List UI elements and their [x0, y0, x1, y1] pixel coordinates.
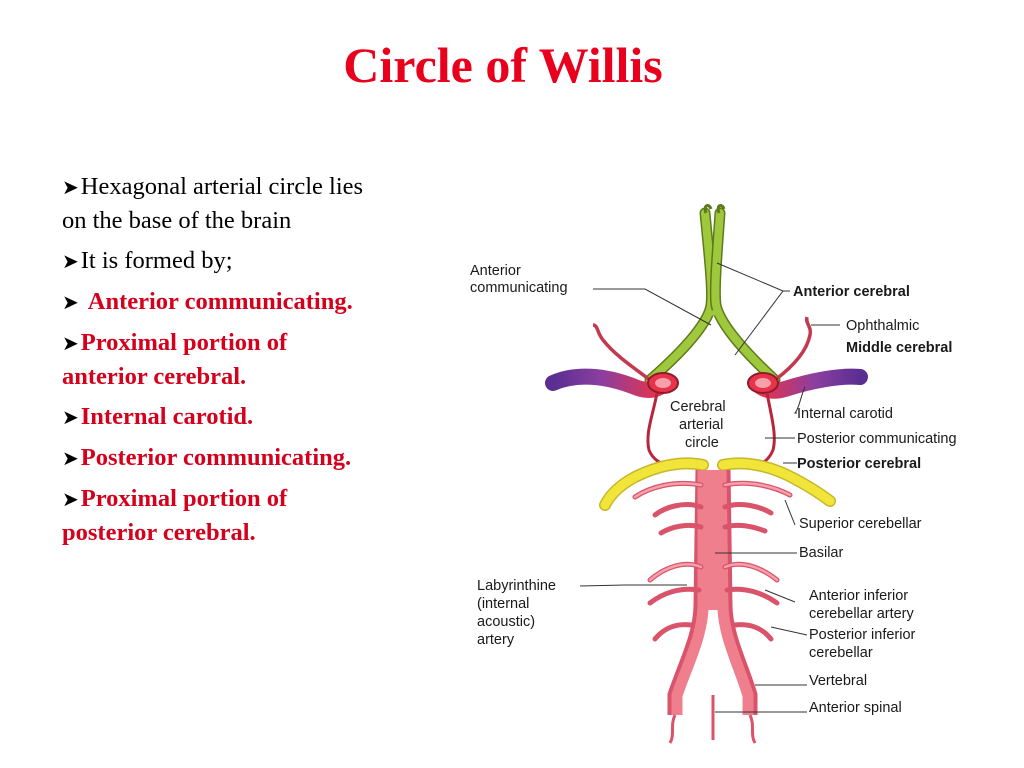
anterior-cerebral-arteries	[644, 204, 781, 386]
bullet-text: Posterior communicating.	[80, 444, 352, 471]
bullet-formed-by: ➤It is formed by;	[62, 244, 432, 278]
middle-cerebral-arteries	[545, 368, 868, 399]
bullet-text: Proximal portion of	[80, 485, 288, 512]
bullet-text: posterior cerebral.	[62, 519, 256, 546]
label-anterior-inferior-cerebellar-1: Anterior inferior	[809, 588, 908, 604]
arrow-bullet-icon: ➤	[62, 290, 79, 314]
arrow-bullet-icon: ➤	[62, 249, 79, 273]
bullet-posterior-cerebral: ➤Proximal portion of posterior cerebral.	[62, 482, 432, 549]
bullet-text: Hexagonal arterial circle lies	[80, 173, 364, 200]
label-cerebral-arterial-circle-3: circle	[685, 435, 719, 451]
arrow-bullet-icon: ➤	[62, 487, 79, 511]
label-superior-cerebellar: Superior cerebellar	[799, 516, 922, 532]
bullet-posterior-communicating: ➤Posterior communicating.	[62, 441, 432, 475]
label-labyrinthine-1: Labyrinthine	[477, 578, 556, 594]
label-posterior-communicating: Posterior communicating	[797, 431, 957, 447]
bullet-text: on the base of the brain	[62, 207, 292, 234]
slide-title: Circle of Willis	[343, 37, 663, 93]
label-anterior-communicating-1: Anterior	[470, 263, 521, 279]
label-posterior-cerebral: Posterior cerebral	[797, 456, 921, 472]
label-labyrinthine-2: (internal	[477, 596, 529, 612]
label-cerebral-arterial-circle-1: Cerebral	[670, 399, 726, 415]
bullet-text: It is formed by;	[80, 247, 233, 274]
posterior-cerebral-arteries	[599, 457, 836, 511]
label-posterior-inferior-cerebellar-2: cerebellar	[809, 645, 873, 661]
label-middle-cerebral: Middle cerebral	[846, 340, 952, 356]
label-anterior-cerebral: Anterior cerebral	[793, 284, 910, 300]
arrow-bullet-icon: ➤	[62, 446, 79, 470]
diagram-labels: Anterior communicating Anterior cerebral…	[470, 263, 957, 716]
arrow-bullet-icon: ➤	[62, 175, 79, 199]
ophthalmic-arteries	[592, 316, 813, 382]
label-basilar: Basilar	[799, 545, 843, 561]
arrow-bullet-icon: ➤	[62, 405, 79, 429]
label-vertebral: Vertebral	[809, 673, 867, 689]
bullet-internal-carotid: ➤Internal carotid.	[62, 400, 432, 434]
label-ophthalmic: Ophthalmic	[846, 318, 919, 334]
basilar-system	[632, 469, 793, 744]
label-labyrinthine-3: acoustic)	[477, 614, 535, 630]
bullet-text: anterior cerebral.	[62, 363, 247, 390]
label-posterior-inferior-cerebellar-1: Posterior inferior	[809, 627, 916, 643]
bullet-text: Anterior communicating.	[87, 288, 353, 315]
label-anterior-spinal: Anterior spinal	[809, 700, 902, 716]
circle-of-willis-diagram: Anterior communicating Anterior cerebral…	[470, 204, 957, 744]
bullet-anterior-communicating: ➤ Anterior communicating.	[62, 285, 432, 319]
label-cerebral-arterial-circle-2: arterial	[679, 417, 723, 433]
label-anterior-communicating-2: communicating	[470, 280, 568, 296]
bullet-anterior-cerebral: ➤Proximal portion of anterior cerebral.	[62, 326, 432, 393]
bullet-text: Internal carotid.	[80, 403, 254, 430]
label-internal-carotid: Internal carotid	[797, 406, 893, 422]
label-labyrinthine-4: artery	[477, 632, 515, 648]
bullet-text: Proximal portion of	[80, 329, 288, 356]
bullet-list: ➤Hexagonal arterial circle lies on the b…	[62, 170, 432, 556]
arrow-bullet-icon: ➤	[62, 331, 79, 355]
internal-carotid-arteries	[647, 372, 779, 394]
leader-lines	[579, 262, 840, 713]
label-anterior-inferior-cerebellar-2: cerebellar artery	[809, 606, 915, 622]
bullet-hexagonal-circle: ➤Hexagonal arterial circle lies on the b…	[62, 170, 432, 237]
